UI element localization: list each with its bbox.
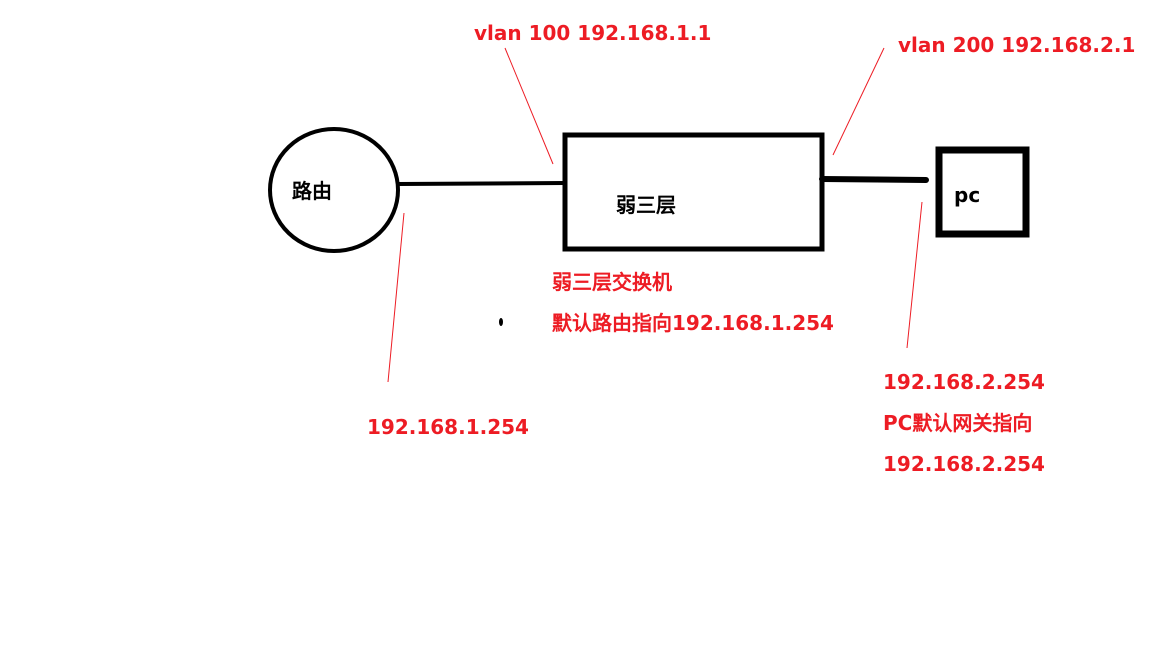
pc-ip: 192.168.2.254 — [883, 370, 1045, 394]
router-switch-link — [397, 181, 566, 186]
router-node — [268, 127, 400, 253]
switch-node — [562, 132, 825, 252]
switch-desc: 弱三层交换机 — [552, 270, 672, 294]
pc-node — [935, 146, 1030, 238]
vlan200-label: vlan 200 192.168.2.1 — [898, 33, 1135, 57]
vlan100-label: vlan 100 192.168.1.1 — [474, 21, 711, 45]
annotation-leaders — [387, 47, 923, 383]
switch-route: 默认路由指向192.168.1.254 — [552, 311, 834, 335]
pc-gateway-ip: 192.168.2.254 — [883, 452, 1045, 476]
switch-label: 弱三层 — [616, 193, 676, 217]
router-label: 路由 — [292, 179, 332, 203]
pc-gateway: PC默认网关指向 — [883, 411, 1032, 435]
switch-pc-link — [819, 176, 929, 183]
pc-label: pc — [954, 183, 980, 207]
router-ip: 192.168.1.254 — [367, 415, 529, 439]
dot-mark — [499, 318, 503, 326]
